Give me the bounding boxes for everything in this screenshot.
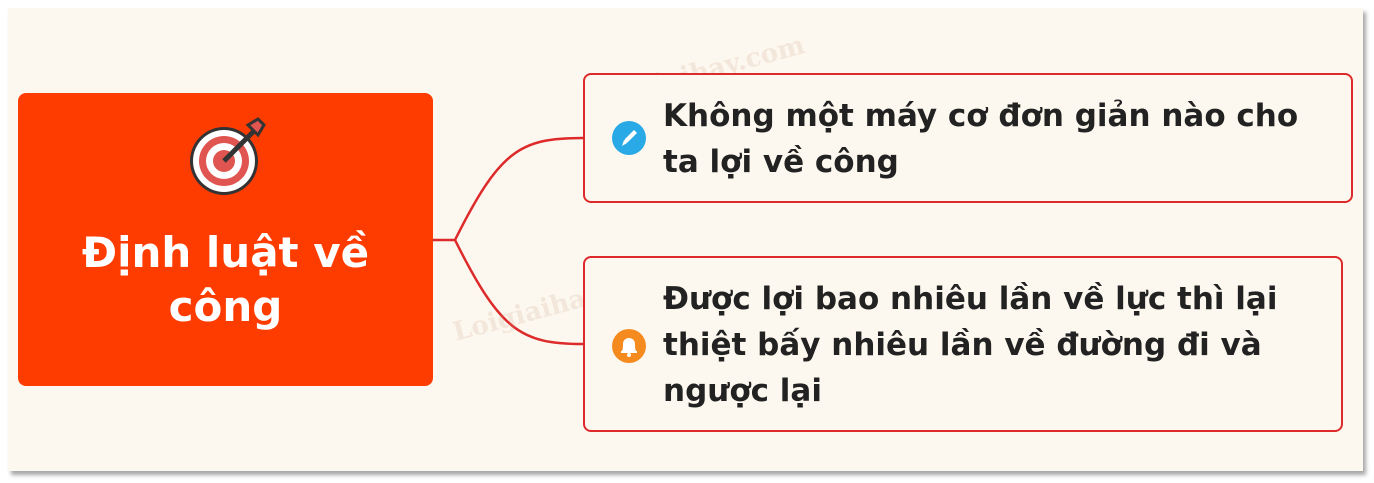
branch-topic-2[interactable]: Được lợi bao nhiêu lần về lực thì lại th…: [583, 256, 1343, 432]
target-icon: [190, 117, 266, 195]
central-topic-line: công: [168, 282, 283, 331]
pencil-icon: [612, 121, 646, 155]
branch-line: Được lợi bao nhiêu lần về lực thì lại: [663, 281, 1278, 317]
connector-branch-2: [453, 239, 584, 346]
branch-topic-text: Được lợi bao nhiêu lần về lực thì lại th…: [663, 276, 1323, 414]
branch-topic-text: Không một máy cơ đơn giản nào cho ta lợi…: [663, 93, 1333, 185]
central-topic-title: Định luật về công: [18, 226, 433, 334]
branch-line: ta lợi về công: [663, 144, 899, 180]
branch-line: Không một máy cơ đơn giản nào cho: [663, 98, 1299, 134]
branch-topic-1[interactable]: Không một máy cơ đơn giản nào cho ta lợi…: [583, 73, 1353, 203]
bell-icon: [612, 329, 646, 363]
central-topic[interactable]: Định luật về công: [18, 93, 433, 386]
central-topic-line: Định luật về: [81, 228, 370, 277]
connector-branch-1: [453, 136, 584, 241]
branch-line: thiệt bấy nhiêu lần về đường đi và: [663, 327, 1262, 363]
branch-line: ngược lại: [663, 373, 822, 409]
